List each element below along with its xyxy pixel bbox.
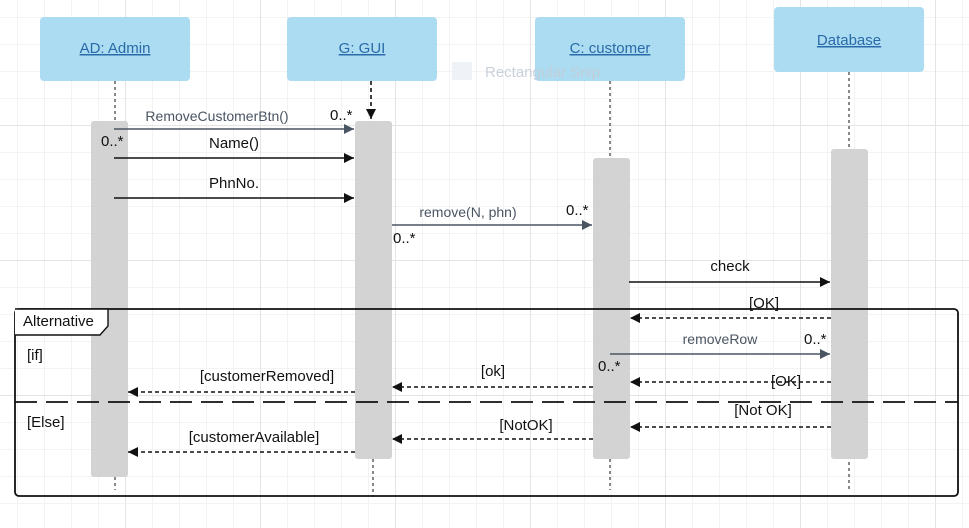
multiplicity-label: 0..* (330, 107, 353, 124)
message-label: [customerRemoved] (200, 368, 334, 385)
message-label: [customerAvailable] (189, 429, 320, 446)
guard-if: [if] (27, 347, 43, 364)
snip-overlay: Rectangular Snip (452, 62, 600, 81)
snip-overlay-label: Rectangular Snip (485, 64, 600, 81)
message-return-not-ok-db: [Not OK] (630, 402, 831, 432)
message-remove-customer-btn: RemoveCustomerBtn() (114, 108, 354, 134)
message-customer-removed: [customerRemoved] (128, 368, 355, 397)
message-customer-available: [customerAvailable] (128, 429, 355, 457)
message-label: PhnNo. (209, 175, 259, 192)
message-return-ok-remove-row: [OK] (630, 373, 831, 390)
multiplicity-label: 0..* (804, 331, 827, 348)
lifeline-gui-header[interactable] (287, 17, 437, 81)
guard-else: [Else] (27, 414, 65, 431)
message-return-not-ok-customer: [NotOK] (392, 417, 593, 444)
message-label: [OK] (771, 373, 801, 390)
lifeline-customer[interactable]: C: customer (535, 17, 685, 490)
lifeline-database-header[interactable] (774, 7, 924, 72)
lifeline-database-label: Database (817, 32, 881, 49)
lifeline-admin[interactable]: AD: Admin (40, 17, 190, 490)
lifeline-gui-label: G: GUI (339, 40, 386, 57)
lifeline-admin-label: AD: Admin (80, 40, 151, 57)
activation-gui (355, 121, 392, 459)
alt-frame-label: Alternative (23, 313, 94, 330)
message-label: check (710, 258, 750, 275)
message-label: [Not OK] (734, 402, 792, 419)
lifeline-gui[interactable]: G: GUI (287, 17, 437, 497)
message-label: Name() (209, 135, 259, 152)
message-name: Name() (114, 135, 354, 163)
message-check: check (629, 258, 830, 287)
message-label: [OK] (749, 295, 779, 312)
message-label: removeRow (683, 331, 759, 347)
message-return-ok-customer: [ok] (392, 363, 593, 392)
alt-frame-tab (15, 308, 109, 336)
lifeline-customer-header[interactable] (535, 17, 685, 81)
message-return-ok-check: [OK] (630, 295, 831, 323)
activation-admin (91, 121, 128, 477)
multiplicity-label: 0..* (393, 230, 416, 247)
message-label: [ok] (481, 363, 505, 380)
activation-database (831, 149, 868, 459)
lifeline-admin-header[interactable] (40, 17, 190, 81)
alt-fragment: Alternative [if] [Else] (14, 308, 959, 497)
message-remove: remove(N, phn) (392, 204, 592, 230)
message-label: remove(N, phn) (419, 204, 516, 220)
message-phn-no: PhnNo. (114, 175, 354, 203)
multiplicity-label: 0..* (598, 358, 621, 375)
lifeline-customer-label: C: customer (570, 40, 651, 57)
multiplicity-label: 0..* (566, 202, 589, 219)
message-label: [NotOK] (499, 417, 552, 434)
snip-icon (452, 62, 472, 80)
message-label: RemoveCustomerBtn() (145, 108, 288, 124)
multiplicity-label: 0..* (101, 133, 124, 150)
message-remove-row: removeRow (610, 331, 830, 359)
